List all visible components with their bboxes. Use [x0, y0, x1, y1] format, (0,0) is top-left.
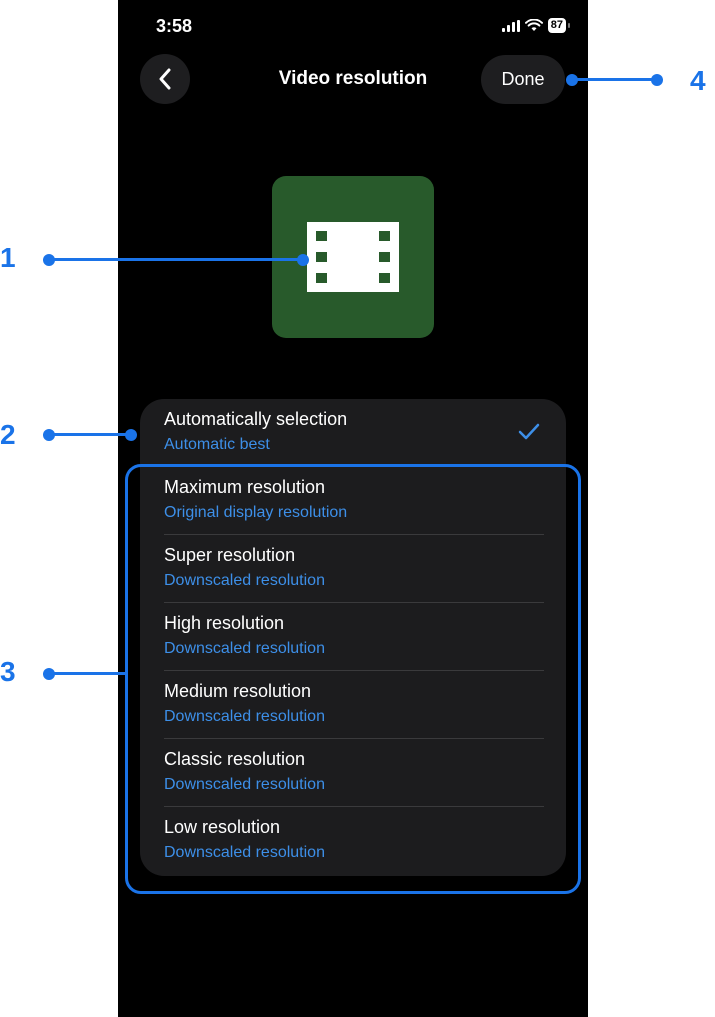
annotation-label-2: 2 [0, 419, 16, 450]
back-button[interactable] [140, 54, 190, 104]
option-maximum[interactable]: Maximum resolution Original display reso… [140, 467, 566, 535]
annotation-dot [297, 254, 309, 266]
done-button[interactable]: Done [481, 55, 565, 104]
battery-icon: 87 [547, 18, 571, 33]
option-classic[interactable]: Classic resolution Downscaled resolution [140, 739, 566, 807]
status-icons: 87 [501, 18, 571, 33]
option-title: Maximum resolution [164, 477, 326, 497]
divider [164, 602, 544, 603]
annotation-line [49, 433, 131, 436]
option-subtitle: Automatic best [164, 436, 270, 453]
annotation-dot [125, 429, 137, 441]
option-medium[interactable]: Medium resolution Downscaled resolution [140, 671, 566, 739]
annotation-dot [651, 74, 663, 86]
option-title: Low resolution [164, 817, 281, 837]
divider [164, 534, 544, 535]
annotation-label-4: 4 [690, 65, 706, 96]
annotation-label-1: 1 [0, 242, 16, 273]
option-subtitle: Downscaled resolution [164, 844, 325, 861]
option-low[interactable]: Low resolution Downscaled resolution [140, 807, 566, 875]
option-subtitle: Downscaled resolution [164, 776, 325, 793]
option-title: Classic resolution [164, 749, 306, 769]
status-time: 3:58 [156, 16, 193, 36]
annotation-label-3: 3 [0, 656, 16, 687]
film-icon [307, 222, 399, 292]
option-title: Automatically selection [164, 409, 348, 429]
annotation-line [49, 258, 303, 261]
chevron-left-icon [159, 68, 171, 90]
page-title: Video resolution [278, 68, 428, 89]
option-super[interactable]: Super resolution Downscaled resolution [140, 535, 566, 603]
divider [164, 738, 544, 739]
option-high[interactable]: High resolution Downscaled resolution [140, 603, 566, 671]
option-subtitle: Original display resolution [164, 504, 348, 521]
option-title: Super resolution [164, 545, 296, 565]
signal-icon [501, 19, 520, 32]
annotation-line [572, 78, 656, 81]
film-tile [272, 176, 434, 338]
option-subtitle: Downscaled resolution [164, 708, 325, 725]
wifi-icon [524, 19, 543, 31]
annotation-line [49, 672, 127, 675]
option-subtitle: Downscaled resolution [164, 640, 325, 657]
checkmark-icon [518, 423, 540, 440]
divider [164, 806, 544, 807]
phone-screen: 3:58 87 Video resolution Done Aut [118, 0, 588, 1017]
resolution-list: Automatically selection Automatic best M… [140, 399, 566, 876]
divider [164, 670, 544, 671]
option-title: Medium resolution [164, 681, 312, 701]
option-subtitle: Downscaled resolution [164, 572, 325, 589]
option-automatic[interactable]: Automatically selection Automatic best [140, 399, 566, 467]
option-title: High resolution [164, 613, 285, 633]
annotation-group-box [125, 464, 581, 894]
